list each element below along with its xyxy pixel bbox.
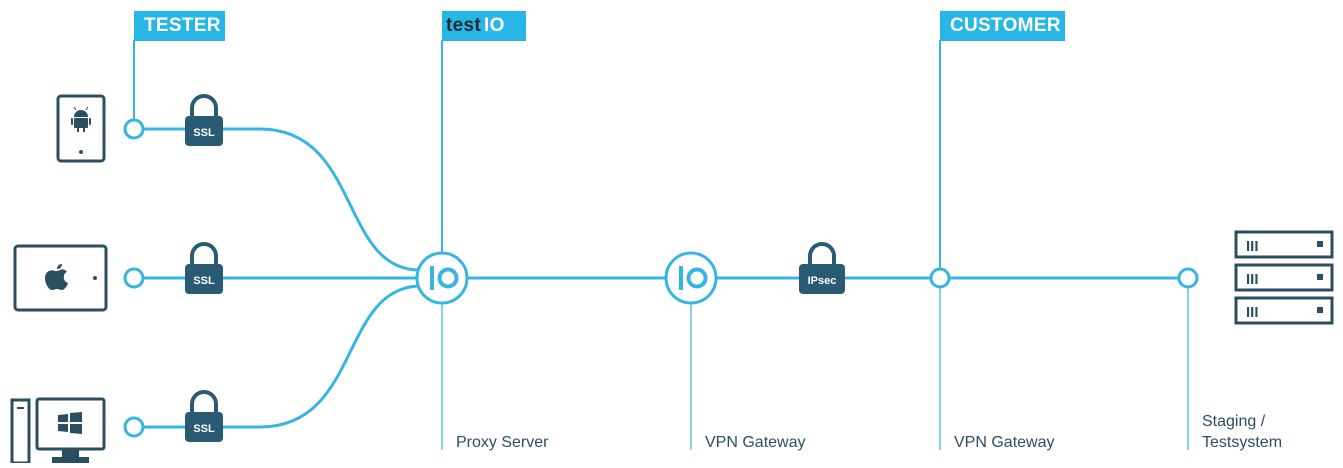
proxy-server-caption: Proxy Server [456,432,548,453]
server-slot-label: III [1246,238,1259,255]
staging-label-line2: Testsystem [1202,434,1283,451]
server-slot-label: III [1246,271,1259,288]
proxy-node [415,251,469,305]
ssl-label: SSL [193,275,215,287]
vpn-gateway-label: VPN Gateway [705,434,806,451]
testio-logo-mark: IO [484,15,505,36]
ssl-lock-apple: SSL [185,242,223,294]
endpoint-circle-staging [1177,267,1199,289]
endpoint-circle-windows [123,416,145,438]
staging-caption: Staging / Testsystem [1202,411,1282,453]
vpn-gateway-caption-2: VPN Gateway [954,432,1054,453]
connection-windows [144,284,419,429]
testio-flag-label: test [446,15,481,36]
connection-android [144,127,419,272]
proxy-server-label: Proxy Server [456,434,549,451]
vpn-gateway-caption-1: VPN Gateway [705,432,805,453]
server-rack-icon: III III III [1234,230,1334,325]
ipsec-label: IPsec [808,275,837,287]
testio-flag: test IO [442,11,526,41]
ssl-lock-windows: SSL [185,390,223,442]
tester-flag: TESTER [134,11,225,41]
windows-pc-icon [10,397,106,465]
endpoint-circle-apple [123,267,145,289]
apple-tablet-icon [13,244,108,312]
customer-flag: CUSTOMER [940,11,1065,41]
staging-label-line1: Staging / [1202,413,1266,430]
ipsec-lock: IPsec [799,242,845,294]
tester-flag-label: TESTER [144,15,221,36]
server-slot-label: III [1246,304,1259,321]
ssl-label: SSL [193,423,215,435]
vpn-gateway-label: VPN Gateway [954,434,1055,451]
vpn-gateway-node [664,251,718,305]
endpoint-circle-customer [929,267,951,289]
ssl-label: SSL [193,127,215,139]
endpoint-circle-android [123,118,145,140]
customer-flag-label: CUSTOMER [950,15,1061,36]
android-tablet-icon [56,94,106,163]
ssl-lock-android: SSL [185,94,223,146]
